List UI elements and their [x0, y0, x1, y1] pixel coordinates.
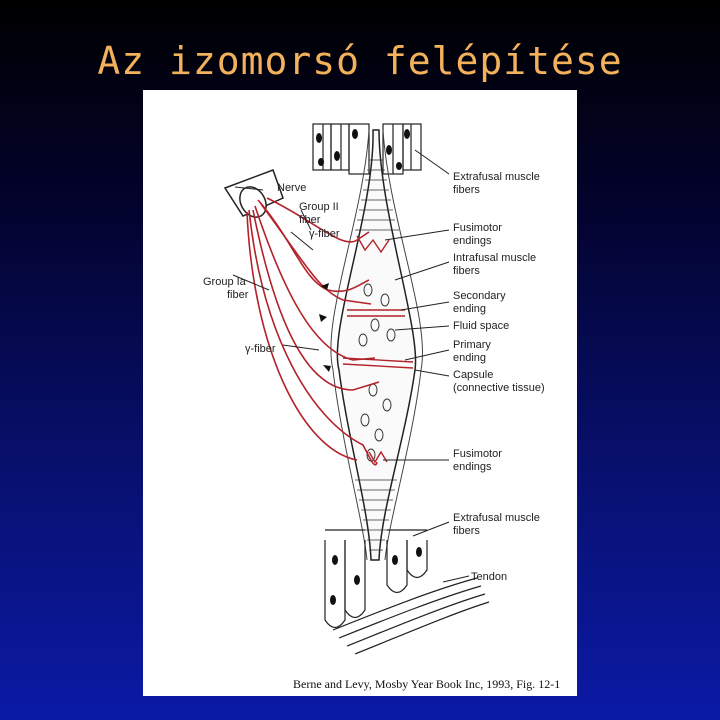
label-capsule-2: (connective tissue)	[453, 382, 545, 394]
label-tendon: Tendon	[471, 571, 507, 583]
label-extrafusal-bottom-1: Extrafusal muscle	[453, 512, 540, 524]
label-fluid-space: Fluid space	[453, 320, 509, 332]
label-nerve: Nerve	[277, 182, 306, 194]
label-extrafusal-bottom-2: fibers	[453, 525, 480, 537]
nuclei-top	[316, 129, 410, 170]
label-intrafusal-2: fibers	[453, 265, 480, 277]
label-gamma-lower: γ-fiber	[245, 343, 276, 355]
extrafusal-fibers-top	[312, 123, 422, 175]
intrafusal-nuclei	[358, 283, 396, 462]
direction-arrows	[319, 283, 331, 372]
intrafusal-fibers	[355, 159, 399, 551]
label-group1a-line1: Group Ia	[203, 276, 247, 288]
label-capsule-1: Capsule	[453, 369, 493, 381]
figure-credit: Berne and Levy, Mosby Year Book Inc, 199…	[293, 677, 560, 691]
slide-title: Az izomorsó felépítése	[97, 39, 623, 84]
label-secondary-1: Secondary	[453, 290, 506, 302]
muscle-spindle-figure: Nerve Group II fiber γ-fiber Group Ia fi…	[143, 90, 577, 696]
label-extrafusal-top-1: Extrafusal muscle	[453, 171, 540, 183]
label-pointer-lines	[232, 149, 470, 583]
tendon	[332, 577, 490, 655]
spindle-endings	[342, 235, 414, 464]
nuclei-bottom	[330, 547, 422, 605]
label-group2-line2: fiber	[299, 214, 321, 226]
label-fusimotor-bottom-1: Fusimotor	[453, 448, 502, 460]
muscle-spindle-diagram: Nerve Group II fiber γ-fiber Group Ia fi…	[203, 123, 560, 691]
label-primary-1: Primary	[453, 339, 491, 351]
label-group2-line1: Group II	[299, 201, 339, 213]
label-intrafusal-1: Intrafusal muscle	[453, 252, 536, 264]
label-fusimotor-bottom-2: endings	[453, 461, 492, 473]
label-extrafusal-top-2: fibers	[453, 184, 480, 196]
nerve-fibers	[246, 197, 380, 466]
spindle-capsule	[336, 129, 417, 561]
label-fusimotor-top-2: endings	[453, 235, 492, 247]
label-group1a-line2: fiber	[227, 289, 249, 301]
extrafusal-fibers-bottom	[324, 529, 428, 629]
label-secondary-2: ending	[453, 303, 486, 315]
label-primary-2: ending	[453, 352, 486, 364]
label-gamma-upper: γ-fiber	[309, 228, 340, 240]
label-fusimotor-top-1: Fusimotor	[453, 222, 502, 234]
